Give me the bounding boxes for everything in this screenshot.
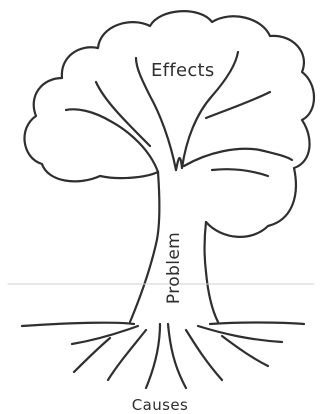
causes-label: Causes — [132, 396, 188, 414]
ground-line — [22, 323, 304, 327]
root-center — [146, 324, 186, 388]
trunk-left-edge — [130, 172, 159, 322]
root-right-long — [198, 326, 282, 366]
branch-right-inner — [184, 149, 292, 166]
trunk-right-edge — [205, 222, 219, 322]
branch-left-loop — [96, 82, 150, 146]
branch-center-join — [176, 158, 182, 170]
root-right-short — [186, 330, 222, 380]
effects-label: Effects — [151, 60, 215, 81]
problem-label: Problem — [164, 232, 184, 304]
branch-right-upper — [206, 92, 270, 118]
root-left-long — [72, 326, 138, 372]
branch-right-lower-fork — [212, 169, 268, 176]
tree-canopy — [25, 11, 314, 237]
root-left-short — [108, 330, 146, 380]
